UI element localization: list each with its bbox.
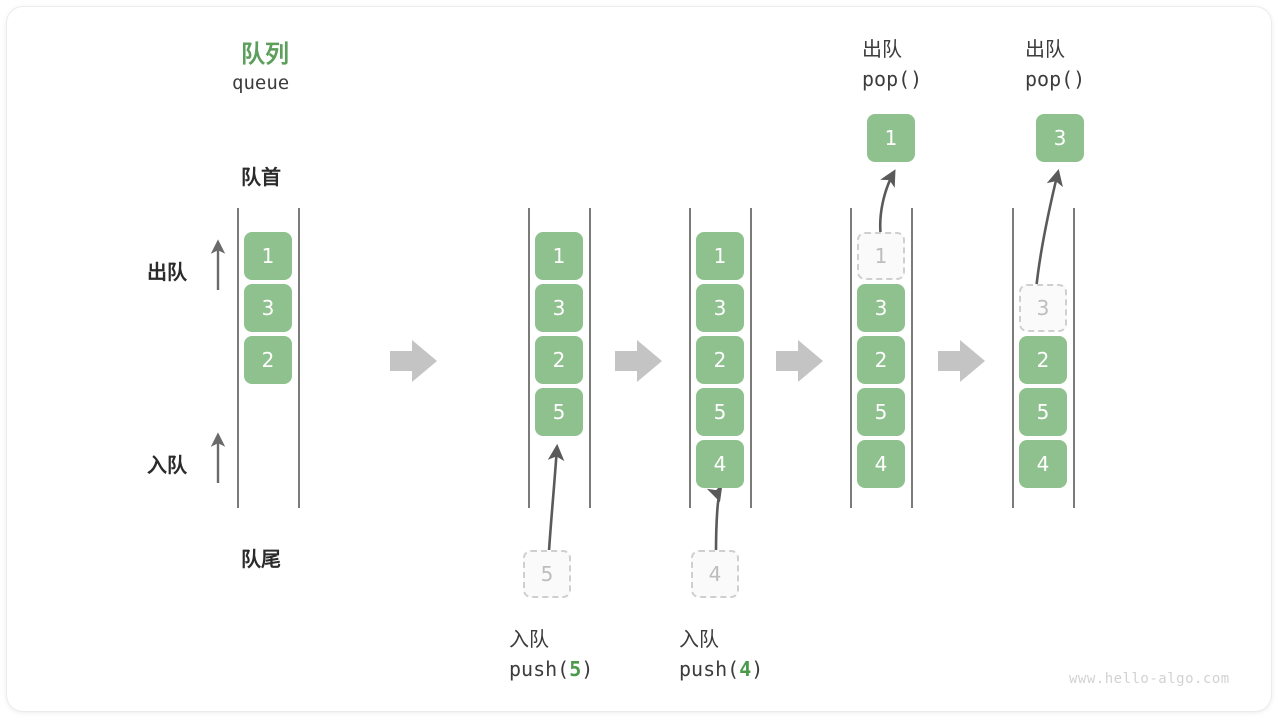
push-code-prefix: push( (679, 657, 740, 681)
pop-label-cn: 出队 (1025, 37, 1065, 61)
push-label-code: push(5) (509, 657, 593, 681)
push-label-cn: 入队 (509, 627, 549, 651)
pop-label-cn: 出队 (862, 37, 902, 61)
pop-ghost-cell: 3 (1019, 284, 1067, 332)
popped-cell: 3 (1036, 114, 1084, 162)
push-code-value: 4 (739, 657, 752, 681)
push-label-cn: 入队 (679, 627, 719, 651)
push-label-code: push(4) (679, 657, 763, 681)
watermark: www.hello-algo.com (1069, 671, 1230, 687)
queue-cell: 3 (535, 284, 583, 332)
queue-cell: 4 (1019, 440, 1067, 488)
queue-cell: 2 (244, 336, 292, 384)
queue-cell: 5 (1019, 388, 1067, 436)
queue-cell: 3 (857, 284, 905, 332)
push-ghost-cell: 4 (691, 550, 739, 598)
queue-cell: 1 (244, 232, 292, 280)
queue-cell: 3 (696, 284, 744, 332)
pop-ghost-cell: 1 (857, 232, 905, 280)
push-code-prefix: push( (509, 657, 570, 681)
queue-cell: 2 (857, 336, 905, 384)
queue-cell: 4 (696, 440, 744, 488)
push-code-value: 5 (569, 657, 582, 681)
queue-cell: 1 (696, 232, 744, 280)
queue-cell: 2 (535, 336, 583, 384)
page-title-cn: 队列 (241, 40, 289, 68)
queue-cell: 4 (857, 440, 905, 488)
push-code-suffix: ) (581, 657, 594, 681)
push-ghost-cell: 5 (523, 550, 571, 598)
pop-label-code: pop() (862, 67, 923, 91)
queue-cell: 1 (535, 232, 583, 280)
enqueue-label: 入队 (147, 453, 187, 477)
rear-label: 队尾 (241, 547, 281, 571)
pop-label-code: pop() (1025, 67, 1086, 91)
dequeue-label: 出队 (147, 260, 187, 284)
queue-cell: 5 (857, 388, 905, 436)
diagram-frame (7, 7, 1271, 711)
push-code-suffix: ) (751, 657, 764, 681)
queue-cell: 3 (244, 284, 292, 332)
queue-cell: 5 (696, 388, 744, 436)
queue-cell: 2 (1019, 336, 1067, 384)
queue-cell: 5 (535, 388, 583, 436)
page-title-en: queue (232, 72, 290, 94)
queue-cell: 2 (696, 336, 744, 384)
front-label: 队首 (241, 165, 281, 189)
popped-cell: 1 (867, 114, 915, 162)
